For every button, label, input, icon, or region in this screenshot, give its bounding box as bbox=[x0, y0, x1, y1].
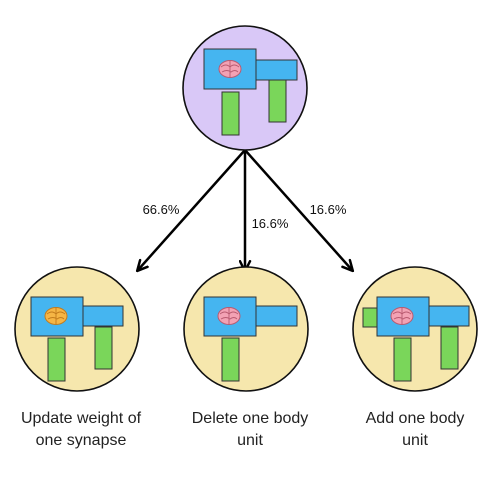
caption-update-weight: Update weight of one synapse bbox=[1, 408, 161, 452]
delete-body-unit-node bbox=[183, 266, 309, 392]
left-arm bbox=[82, 305, 124, 327]
probability-right: 16.6% bbox=[309, 202, 347, 217]
caption-update-weight-line2: one synapse bbox=[35, 432, 127, 449]
middle-leg-left bbox=[221, 337, 240, 382]
arrow-left bbox=[135, 149, 246, 273]
probability-left: 66.6% bbox=[142, 202, 180, 217]
middle-arm bbox=[255, 305, 298, 327]
root-arm bbox=[255, 59, 298, 81]
root-leg-right bbox=[268, 79, 287, 123]
probability-middle: 16.6% bbox=[251, 216, 289, 231]
brain-icon bbox=[390, 307, 414, 325]
right-leg-left bbox=[393, 337, 412, 382]
right-arm bbox=[428, 305, 470, 327]
brain-icon bbox=[218, 60, 242, 78]
caption-add-body-unit-line1: Add one body bbox=[365, 410, 465, 427]
add-body-unit-node bbox=[352, 266, 478, 392]
caption-update-weight-line1: Update weight of bbox=[20, 410, 142, 427]
caption-add-body-unit-line2: unit bbox=[402, 432, 428, 449]
caption-delete-body-unit-line2: unit bbox=[237, 432, 263, 449]
caption-delete-body-unit-line1: Delete one body bbox=[191, 410, 309, 427]
update-weight-node bbox=[14, 266, 140, 392]
left-leg-left bbox=[47, 337, 66, 382]
root-robot-node bbox=[182, 25, 308, 151]
left-leg-right bbox=[94, 326, 113, 370]
right-leg-right bbox=[440, 326, 459, 370]
root-leg-left bbox=[221, 91, 240, 136]
brain-icon bbox=[44, 307, 68, 325]
arrow-right bbox=[244, 149, 355, 273]
root-torso bbox=[203, 48, 257, 90]
right-extra-limb bbox=[362, 307, 378, 328]
caption-delete-body-unit: Delete one body unit bbox=[170, 408, 330, 452]
caption-add-body-unit: Add one body unit bbox=[335, 408, 495, 452]
brain-icon bbox=[217, 307, 241, 325]
